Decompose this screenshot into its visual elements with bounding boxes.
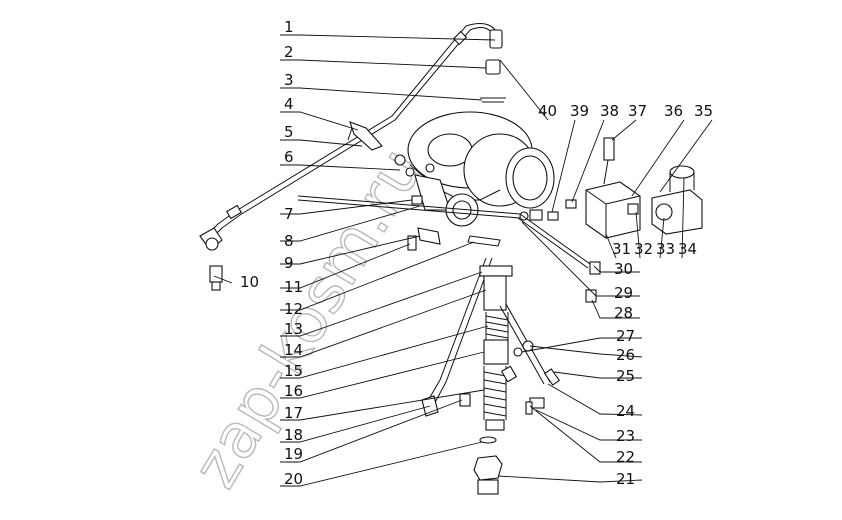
callout-2: 2 <box>284 43 294 61</box>
callout-33: 33 <box>656 240 675 258</box>
callout-26: 26 <box>616 346 635 364</box>
callout-14: 14 <box>284 341 303 359</box>
callout-16: 16 <box>284 382 303 400</box>
callout-19: 19 <box>284 445 303 463</box>
callout-18: 18 <box>284 426 303 444</box>
callout-17: 17 <box>284 404 303 422</box>
callout-35: 35 <box>694 102 713 120</box>
callout-9: 9 <box>284 254 294 272</box>
callout-11: 11 <box>284 278 303 296</box>
callout-15: 15 <box>284 362 303 380</box>
leader-lines <box>213 34 713 487</box>
callout-23: 23 <box>616 427 635 445</box>
callout-5: 5 <box>284 123 294 141</box>
callout-13: 13 <box>284 320 303 338</box>
callout-21: 21 <box>616 470 635 488</box>
callout-20: 20 <box>284 470 303 488</box>
callout-4: 4 <box>284 95 294 113</box>
watermark: zap-kosm.ru <box>178 135 437 499</box>
callout-22: 22 <box>616 448 635 466</box>
callout-24: 24 <box>616 402 635 420</box>
callout-30: 30 <box>614 260 633 278</box>
callout-10: 10 <box>240 273 259 291</box>
callout-31: 31 <box>612 240 631 258</box>
callout-6: 6 <box>284 148 294 166</box>
callout-7: 7 <box>284 205 294 223</box>
callout-32: 32 <box>634 240 653 258</box>
callout-29: 29 <box>614 284 633 302</box>
callout-3: 3 <box>284 71 294 89</box>
callout-25: 25 <box>616 367 635 385</box>
callout-1: 1 <box>284 18 294 36</box>
callout-28: 28 <box>614 304 633 322</box>
callout-labels: 1 2 3 4 5 6 7 8 9 10 11 12 13 14 15 16 1… <box>240 18 713 488</box>
callout-37: 37 <box>628 102 647 120</box>
callout-40: 40 <box>538 102 557 120</box>
callout-36: 36 <box>664 102 683 120</box>
callout-12: 12 <box>284 300 303 318</box>
callout-38: 38 <box>600 102 619 120</box>
callout-34: 34 <box>678 240 697 258</box>
callout-27: 27 <box>616 327 635 345</box>
callout-39: 39 <box>570 102 589 120</box>
parts-drawing <box>199 23 703 495</box>
callout-8: 8 <box>284 232 294 250</box>
